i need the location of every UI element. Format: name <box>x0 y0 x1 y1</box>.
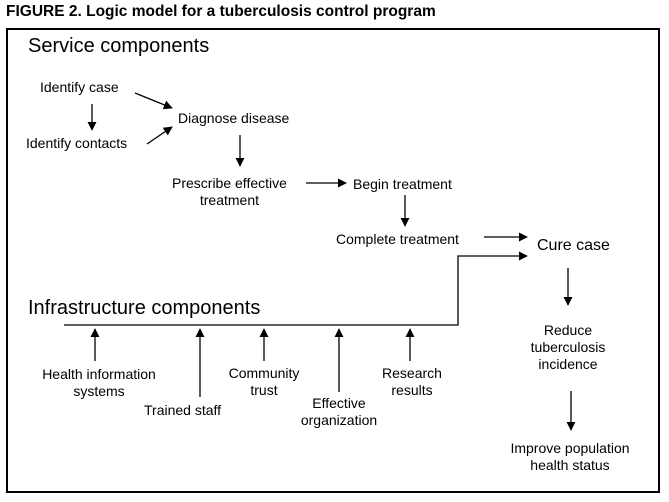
node-begin-treatment: Begin treatment <box>353 176 452 192</box>
node-prescribe-line-1: Prescribe effective <box>172 175 287 191</box>
arrow-contacts-to-diagnose <box>146 126 173 145</box>
node-prescribe-treatment: Prescribe effective treatment <box>172 175 287 209</box>
infrastructure-line <box>64 251 528 326</box>
node-reduce-line-1: Reduce <box>543 322 593 338</box>
service-components-heading: Service components <box>28 35 210 57</box>
infra-effective-line-1: Effective <box>312 395 366 411</box>
infra-community-line-2: trust <box>250 382 278 398</box>
node-cure-case: Cure case <box>537 237 610 254</box>
infra-health-info-line-1: Health information <box>42 366 156 382</box>
infra-effective-organization: Effective organization <box>288 395 390 429</box>
node-identify-case: Identify case <box>40 79 119 95</box>
node-prescribe-line-2: treatment <box>199 192 260 208</box>
infra-research-line-2: results <box>391 382 433 398</box>
figure-title: FIGURE 2. Logic model for a tuberculosis… <box>6 3 436 20</box>
node-improve-line-1: Improve population <box>510 440 630 456</box>
infrastructure-components-heading: Infrastructure components <box>28 297 261 319</box>
node-identify-contacts: Identify contacts <box>26 135 128 151</box>
node-improve-line-2: health status <box>530 457 610 473</box>
infra-trained-staff: Trained staff <box>144 402 222 418</box>
infra-health-info-line-2: systems <box>73 383 125 399</box>
infra-research-line-1: Research <box>382 365 442 381</box>
infra-health-information-systems: Health information systems <box>31 366 167 400</box>
node-complete-treatment: Complete treatment <box>336 231 459 247</box>
infra-effective-line-2: organization <box>300 412 378 428</box>
infra-community-trust: Community trust <box>218 365 310 399</box>
node-improve-health: Improve population health status <box>496 440 644 474</box>
diagram-frame <box>6 28 660 493</box>
node-reduce-line-3: incidence <box>538 356 598 372</box>
arrow-case-to-diagnose <box>134 92 173 110</box>
node-diagnose-disease: Diagnose disease <box>178 110 290 126</box>
node-reduce-line-2: tuberculosis <box>530 339 606 355</box>
infra-research-results: Research results <box>370 365 454 399</box>
node-reduce-incidence: Reduce tuberculosis incidence <box>516 322 620 373</box>
infra-community-line-1: Community <box>228 365 300 381</box>
